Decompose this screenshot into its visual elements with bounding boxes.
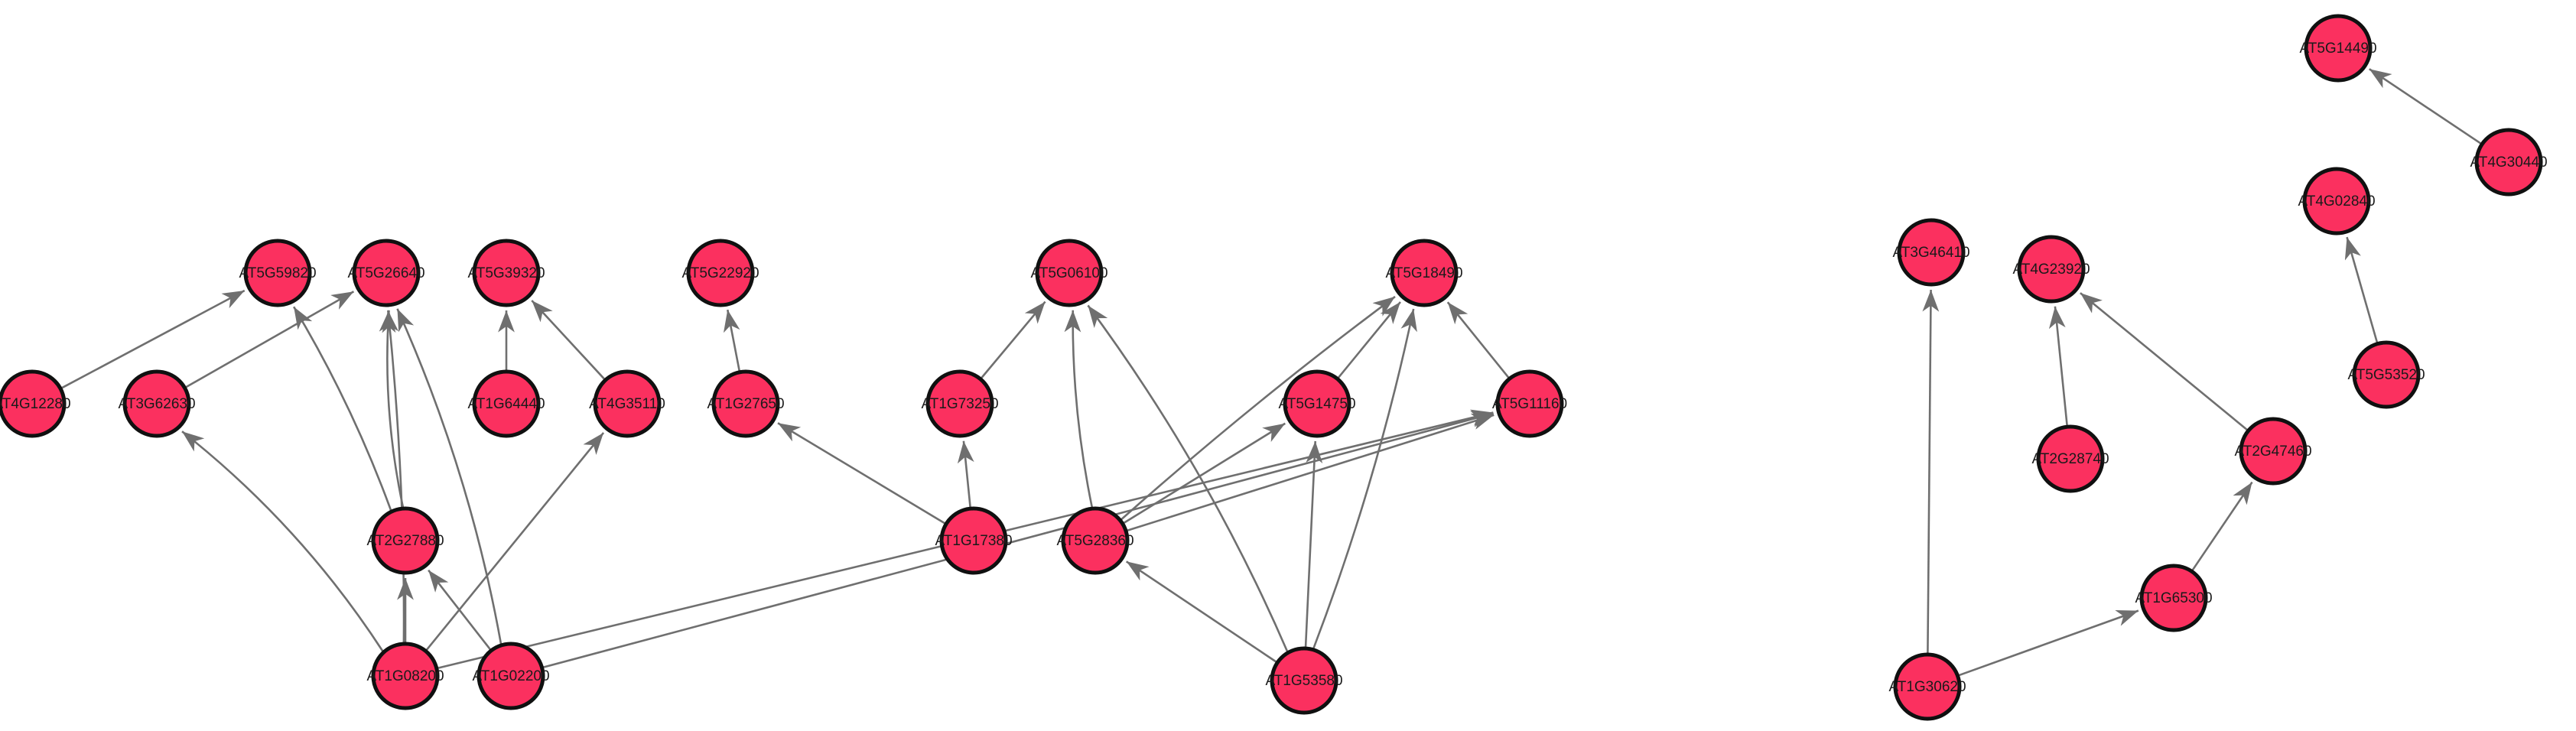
graph-edge: [1127, 413, 1495, 532]
graph-node[interactable]: AT4G23920: [2012, 235, 2090, 304]
node-circle[interactable]: [472, 239, 541, 307]
graph-edge: [723, 309, 740, 372]
graph-edge: [425, 432, 605, 651]
graph-node[interactable]: AT5G18490: [1385, 239, 1463, 307]
graph-node[interactable]: AT1G73250: [921, 369, 999, 438]
graph-edge: [1087, 304, 1289, 652]
node-circle[interactable]: [939, 506, 1008, 575]
graph-node[interactable]: AT5G06100: [1030, 239, 1108, 307]
graph-edge: [2080, 292, 2248, 431]
graph-node[interactable]: AT1G65300: [2135, 564, 2213, 632]
graph-node[interactable]: AT5G14750: [1278, 369, 1356, 438]
node-circle[interactable]: [925, 369, 994, 438]
node-circle[interactable]: [1061, 506, 1130, 575]
graph-node[interactable]: AT2G28740: [2031, 424, 2109, 493]
node-circle[interactable]: [472, 369, 541, 438]
graph-edge: [379, 310, 405, 508]
graph-node[interactable]: AT3G46410: [1892, 218, 1970, 287]
graph-node[interactable]: AT4G12280: [0, 369, 71, 438]
node-circle[interactable]: [0, 369, 67, 438]
node-circle[interactable]: [476, 642, 545, 710]
graph-edge: [777, 422, 945, 525]
graph-edge: [1312, 308, 1417, 649]
graph-edge: [292, 306, 392, 511]
graph-node[interactable]: AT5G59820: [239, 239, 317, 307]
node-circle[interactable]: [2302, 167, 2371, 236]
node-circle[interactable]: [371, 506, 440, 575]
node-circle[interactable]: [122, 369, 191, 438]
node-circle[interactable]: [686, 239, 755, 307]
graph-node[interactable]: AT5G53520: [2347, 340, 2425, 409]
graph-edge: [181, 430, 384, 652]
graph-edge: [531, 300, 606, 380]
edge-layer: [61, 68, 2482, 677]
graph-edge: [1120, 295, 1396, 521]
node-circle[interactable]: [2017, 235, 2086, 304]
node-circle[interactable]: [1495, 369, 1564, 438]
graph-node[interactable]: AT5G39320: [467, 239, 545, 307]
graph-edge: [61, 289, 246, 389]
graph-edge: [185, 291, 355, 388]
graph-node[interactable]: AT5G22920: [681, 239, 759, 307]
graph-edge: [1123, 422, 1286, 524]
graph-edge: [2048, 306, 2068, 426]
node-circle[interactable]: [593, 369, 662, 438]
graph-node[interactable]: AT4G30440: [2470, 128, 2548, 197]
graph-node[interactable]: AT2G27880: [366, 506, 444, 575]
node-circle[interactable]: [711, 369, 780, 438]
graph-edge: [543, 411, 1494, 668]
graph-node[interactable]: AT1G53580: [1265, 646, 1343, 715]
graph-node[interactable]: AT1G64440: [467, 369, 545, 438]
node-circle[interactable]: [1893, 652, 1962, 721]
graph-edge: [1064, 310, 1094, 508]
graph-node[interactable]: AT4G02840: [2298, 167, 2376, 236]
graph-edge: [981, 301, 1046, 379]
graph-edge: [957, 440, 974, 508]
graph-node[interactable]: AT1G17380: [935, 506, 1013, 575]
node-circle[interactable]: [1390, 239, 1459, 307]
graph-node[interactable]: AT5G11160: [1492, 369, 1567, 438]
node-circle[interactable]: [243, 239, 312, 307]
node-circle[interactable]: [371, 642, 440, 710]
node-circle[interactable]: [352, 239, 421, 307]
node-circle[interactable]: [1283, 369, 1351, 438]
graph-node[interactable]: AT1G08200: [366, 642, 444, 710]
node-circle[interactable]: [1035, 239, 1104, 307]
node-circle[interactable]: [2036, 424, 2105, 493]
graph-edge: [1304, 440, 1323, 648]
graph-node[interactable]: AT3G62630: [118, 369, 196, 438]
graph-node[interactable]: AT4G35110: [589, 369, 665, 438]
graph-edge: [1446, 301, 1510, 378]
graph-node[interactable]: AT5G26640: [347, 239, 425, 307]
graph-edge: [396, 308, 503, 645]
graph-edge: [2369, 68, 2482, 145]
node-circle[interactable]: [1270, 646, 1338, 715]
graph-edge: [1337, 301, 1401, 378]
graph-node[interactable]: AT1G27650: [707, 369, 785, 438]
graph-edge: [382, 310, 405, 643]
graph-edge: [1922, 289, 1940, 654]
node-circle[interactable]: [2139, 564, 2208, 632]
graph-edge: [2191, 481, 2253, 571]
node-circle[interactable]: [1897, 218, 1966, 287]
graph-edge: [1125, 560, 1277, 663]
node-circle[interactable]: [2304, 14, 2373, 83]
graph-edge: [1958, 609, 2139, 677]
graph-node[interactable]: AT1G02200: [472, 642, 550, 710]
node-circle[interactable]: [2474, 128, 2543, 197]
graph-edge: [2344, 236, 2379, 343]
graph-node[interactable]: AT5G14490: [2299, 14, 2377, 83]
node-circle[interactable]: [2352, 340, 2421, 409]
graph-node[interactable]: AT1G30620: [1888, 652, 1966, 721]
node-circle[interactable]: [2239, 417, 2308, 486]
